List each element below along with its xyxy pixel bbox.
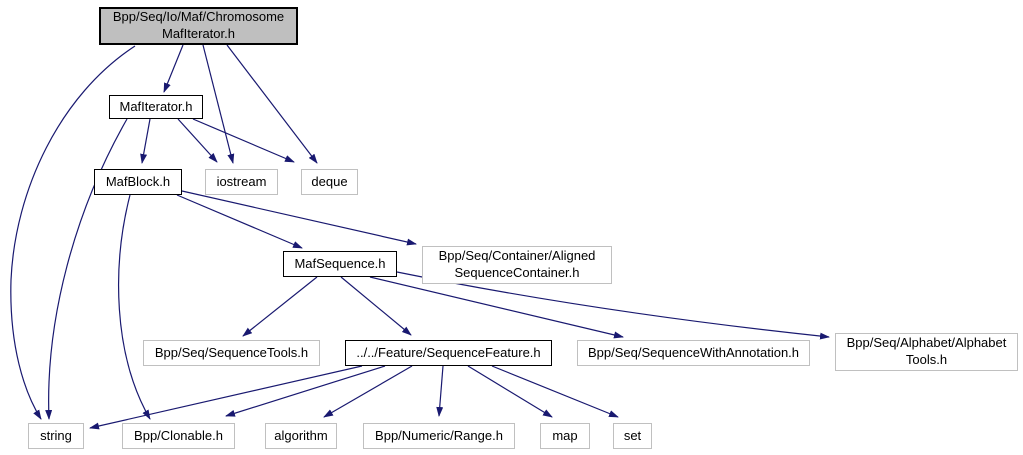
node-label: ../../Feature/SequenceFeature.h bbox=[356, 344, 541, 360]
edge-maf-sequence-to-sequence-feature bbox=[340, 276, 412, 336]
node-maf-iterator[interactable]: MafIterator.h bbox=[109, 95, 203, 119]
node-map: map bbox=[540, 423, 590, 449]
edge-chromosome-maf-iterator-to-string bbox=[10, 45, 136, 420]
node-label: set bbox=[623, 427, 642, 443]
node-alphabet-tools: Bpp/Seq/Alphabet/Alphabet Tools.h bbox=[835, 333, 1018, 371]
edge-sequence-feature-to-algorithm bbox=[323, 365, 413, 418]
node-maf-block[interactable]: MafBlock.h bbox=[94, 169, 182, 195]
node-label: algorithm bbox=[274, 427, 328, 443]
edge-chromosome-maf-iterator-to-deque bbox=[226, 44, 318, 164]
edge-sequence-feature-to-clonable bbox=[225, 365, 386, 417]
node-label: Bpp/Seq/SequenceTools.h bbox=[154, 344, 309, 360]
edge-sequence-feature-to-string bbox=[89, 365, 363, 430]
edge-maf-sequence-to-sequence-tools bbox=[242, 276, 318, 337]
edge-maf-iterator-to-deque bbox=[192, 118, 295, 163]
edge-chromosome-maf-iterator-to-iostream bbox=[202, 44, 235, 164]
node-maf-sequence[interactable]: MafSequence.h bbox=[283, 251, 397, 277]
node-label: Bpp/Seq/Io/Maf/Chromosome MafIterator.h bbox=[112, 9, 285, 41]
node-algorithm: algorithm bbox=[265, 423, 337, 449]
node-label: MafBlock.h bbox=[105, 173, 171, 189]
node-label: map bbox=[552, 427, 578, 443]
node-label: Bpp/Seq/SequenceWithAnnotation.h bbox=[587, 344, 800, 360]
edge-maf-iterator-to-maf-block bbox=[140, 118, 151, 164]
node-sequence-with-annotation: Bpp/Seq/SequenceWithAnnotation.h bbox=[577, 340, 810, 366]
node-label: Bpp/Numeric/Range.h bbox=[375, 427, 503, 443]
node-chromosome-maf-iterator: Bpp/Seq/Io/Maf/Chromosome MafIterator.h bbox=[99, 7, 298, 45]
node-label: MafIterator.h bbox=[119, 98, 193, 114]
edge-maf-iterator-to-string bbox=[45, 118, 128, 420]
edge-maf-iterator-to-iostream bbox=[177, 118, 218, 163]
edge-maf-sequence-to-alphabet-tools bbox=[396, 271, 830, 340]
node-string: string bbox=[28, 423, 84, 449]
node-range: Bpp/Numeric/Range.h bbox=[363, 423, 515, 449]
node-set: set bbox=[613, 423, 652, 449]
node-label: Bpp/Clonable.h bbox=[134, 427, 223, 443]
node-sequence-tools: Bpp/Seq/SequenceTools.h bbox=[143, 340, 320, 366]
edge-chromosome-maf-iterator-to-maf-iterator bbox=[163, 44, 184, 93]
node-label: string bbox=[40, 427, 72, 443]
node-deque: deque bbox=[301, 169, 358, 195]
node-label: iostream bbox=[216, 173, 267, 189]
edge-maf-block-to-aligned-sequence-container bbox=[181, 190, 417, 246]
node-label: deque bbox=[311, 173, 348, 189]
edge-sequence-feature-to-range bbox=[436, 365, 444, 417]
node-label: Bpp/Seq/Container/Aligned SequenceContai… bbox=[438, 248, 596, 280]
edge-maf-sequence-to-sequence-with-annotation bbox=[369, 276, 624, 339]
node-sequence-feature[interactable]: ../../Feature/SequenceFeature.h bbox=[345, 340, 552, 366]
node-iostream: iostream bbox=[205, 169, 278, 195]
edge-maf-block-to-maf-sequence bbox=[176, 194, 303, 249]
edge-sequence-feature-to-set bbox=[491, 365, 619, 418]
edge-sequence-feature-to-map bbox=[467, 365, 553, 418]
node-label: MafSequence.h bbox=[294, 255, 386, 271]
node-clonable: Bpp/Clonable.h bbox=[122, 423, 235, 449]
node-label: Bpp/Seq/Alphabet/Alphabet Tools.h bbox=[846, 335, 1007, 367]
node-aligned-sequence-container: Bpp/Seq/Container/Aligned SequenceContai… bbox=[422, 246, 612, 284]
edge-maf-block-to-clonable bbox=[118, 194, 151, 420]
